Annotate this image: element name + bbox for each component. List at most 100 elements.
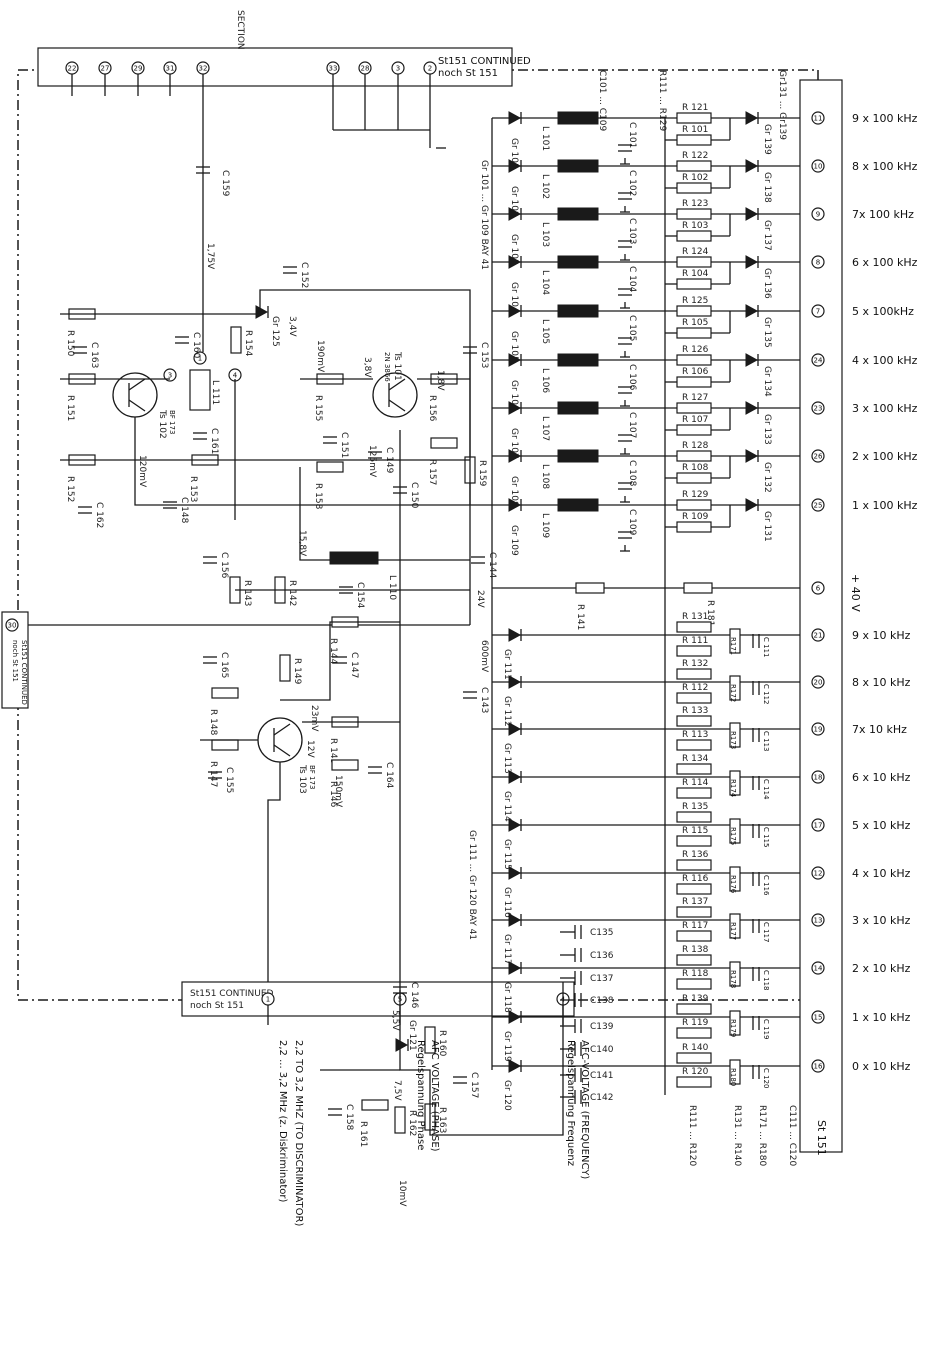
- cap-label-100k-1: C 101: [627, 122, 637, 148]
- resistor-r102: [676, 182, 712, 194]
- output-100k-label-24: 4 x 100 kHz: [852, 354, 918, 367]
- diode-label-10k-1: Gr 111: [502, 649, 512, 680]
- note-c111-c120: C111 ... C120: [787, 1105, 797, 1167]
- cap-label-100k-3: C 103: [627, 218, 637, 244]
- l111-pin-3-number: 3: [168, 372, 172, 380]
- res-b10-label-7: R 117: [682, 921, 708, 931]
- resistor-r174: [729, 770, 741, 796]
- resistor-r114: [676, 787, 712, 799]
- output-100k-pin-25: [811, 498, 825, 512]
- voltage-v23mv: 23mV: [309, 705, 319, 732]
- diode-gr120: [508, 1059, 522, 1073]
- label-r141: R 141: [575, 604, 585, 630]
- label-ts101-type: 2N 3866: [383, 352, 391, 382]
- diode-gr102: [508, 159, 522, 173]
- resistor-r154: [230, 326, 242, 354]
- voltage-v600mv: 600mV: [479, 640, 489, 673]
- res-a10-label-1: R 131: [682, 612, 708, 622]
- coil-label-8: L 108: [540, 464, 550, 489]
- cap-label-100k-4: C 104: [627, 266, 637, 293]
- diode-gr138: [745, 159, 759, 173]
- output-100k-pin-8-number: 8: [816, 259, 820, 267]
- connector-top-pin-28-number: 28: [361, 65, 370, 73]
- resistor-r180: [729, 1059, 741, 1085]
- coil-l106: [557, 353, 599, 367]
- cap-10k-label-4: C 114: [762, 779, 770, 800]
- diode-gr107: [508, 401, 522, 415]
- label-c146: C 146: [409, 982, 419, 1009]
- output-10k-pin-13-number: 13: [814, 917, 823, 925]
- transistor-ts102-collector: [128, 378, 146, 391]
- supply-pin-number: 6: [816, 585, 821, 593]
- label-c158: C 158: [344, 1104, 354, 1131]
- res-a-label-8: R 128: [682, 441, 709, 451]
- resistor-r106: [676, 376, 712, 388]
- label-r151: R 151: [65, 395, 75, 421]
- label-r152: R 152: [65, 476, 75, 502]
- diode-gr106: [508, 353, 522, 367]
- res-b10-label-4: R 114: [682, 778, 709, 788]
- voltage-v18: 1,8V: [435, 370, 445, 391]
- inductor-l110: [329, 551, 379, 565]
- cap-bank-label-3: C137: [590, 974, 613, 984]
- diode-gr118: [508, 961, 522, 975]
- output-10k-pin-19-number: 19: [814, 726, 823, 734]
- coil-l102: [557, 159, 599, 173]
- connector-top-pin-27-number: 27: [101, 65, 110, 73]
- output-100k-pin-7-number: 7: [816, 308, 820, 316]
- voltage-175: 1,75V: [205, 243, 215, 270]
- resistor-r137: [676, 906, 712, 918]
- wire: [267, 762, 281, 982]
- cap-bank-label-8: C142: [590, 1093, 613, 1103]
- diode-label-10k-7: Gr 117: [502, 934, 512, 965]
- label-c144: C 144: [487, 552, 497, 579]
- voltage-v38: 3,8V: [362, 357, 372, 378]
- res-b10-label-9: R 119: [682, 1018, 709, 1028]
- note-r131-r140: R131 ... R140: [732, 1105, 742, 1166]
- label-l110: L 110: [387, 575, 397, 600]
- label-r142: R 142: [287, 580, 297, 606]
- l111-pin-4-number: 4: [233, 372, 238, 380]
- cap-10k-label-1: C 111: [762, 637, 770, 657]
- resistor-r116: [676, 883, 712, 895]
- connector-top-pin-3-number: 3: [396, 65, 400, 73]
- resistor-r118: [676, 978, 712, 990]
- output-100k-pin-26: [811, 449, 825, 463]
- coil-label-9: L 109: [540, 513, 550, 538]
- res-b10-label-1: R 111: [682, 636, 708, 646]
- diode-label-10k-8: Gr 118: [502, 982, 512, 1013]
- output-100k-label-23: 3 x 100 kHz: [852, 402, 918, 415]
- res-b10-label-8: R 118: [682, 969, 709, 979]
- diode-out-label-9: Gr 131: [762, 511, 772, 542]
- res-c10-label-8: R178: [729, 970, 737, 988]
- resistor-r101: [676, 134, 712, 146]
- resistor-r108: [676, 472, 712, 484]
- res-a10-label-3: R 133: [682, 706, 708, 716]
- cap-10k-label-8: C 118: [762, 970, 770, 990]
- resistor-r171: [729, 628, 741, 654]
- label-c165: C 165: [219, 652, 229, 678]
- resistor-r132: [676, 668, 712, 680]
- label-c155: C 155: [224, 767, 234, 793]
- diode-out-label-2: Gr 138: [762, 172, 772, 203]
- diode-gr104: [508, 255, 522, 269]
- resistor-r125: [676, 305, 712, 317]
- output-10k-pin-17: [811, 818, 825, 832]
- diode-gr105: [508, 304, 522, 318]
- output-10k-label-20: 8 x 10 kHz: [852, 676, 911, 689]
- output-100k-label-8: 6 x 100 kHz: [852, 256, 918, 269]
- connector-top-pin-33-number: 33: [329, 65, 338, 73]
- resistor-r113: [676, 739, 712, 751]
- label-r150: R 150: [65, 330, 75, 357]
- connector-bottom-label: St151 CONTINUED: [190, 989, 274, 999]
- resistor-r141: [575, 582, 605, 594]
- res-b-label-1: R 101: [682, 125, 708, 135]
- connector-top-label: St151 CONTINUED: [438, 56, 531, 67]
- diode-label-10k-6: Gr 116: [502, 887, 512, 918]
- resistor-r126: [676, 354, 712, 366]
- label-c153: C 153: [479, 342, 489, 368]
- res-c10-label-3: R173: [729, 731, 737, 749]
- resistor-r162: [394, 1106, 406, 1134]
- resistor-r172: [729, 675, 741, 701]
- res-a10-label-4: R 134: [682, 754, 709, 764]
